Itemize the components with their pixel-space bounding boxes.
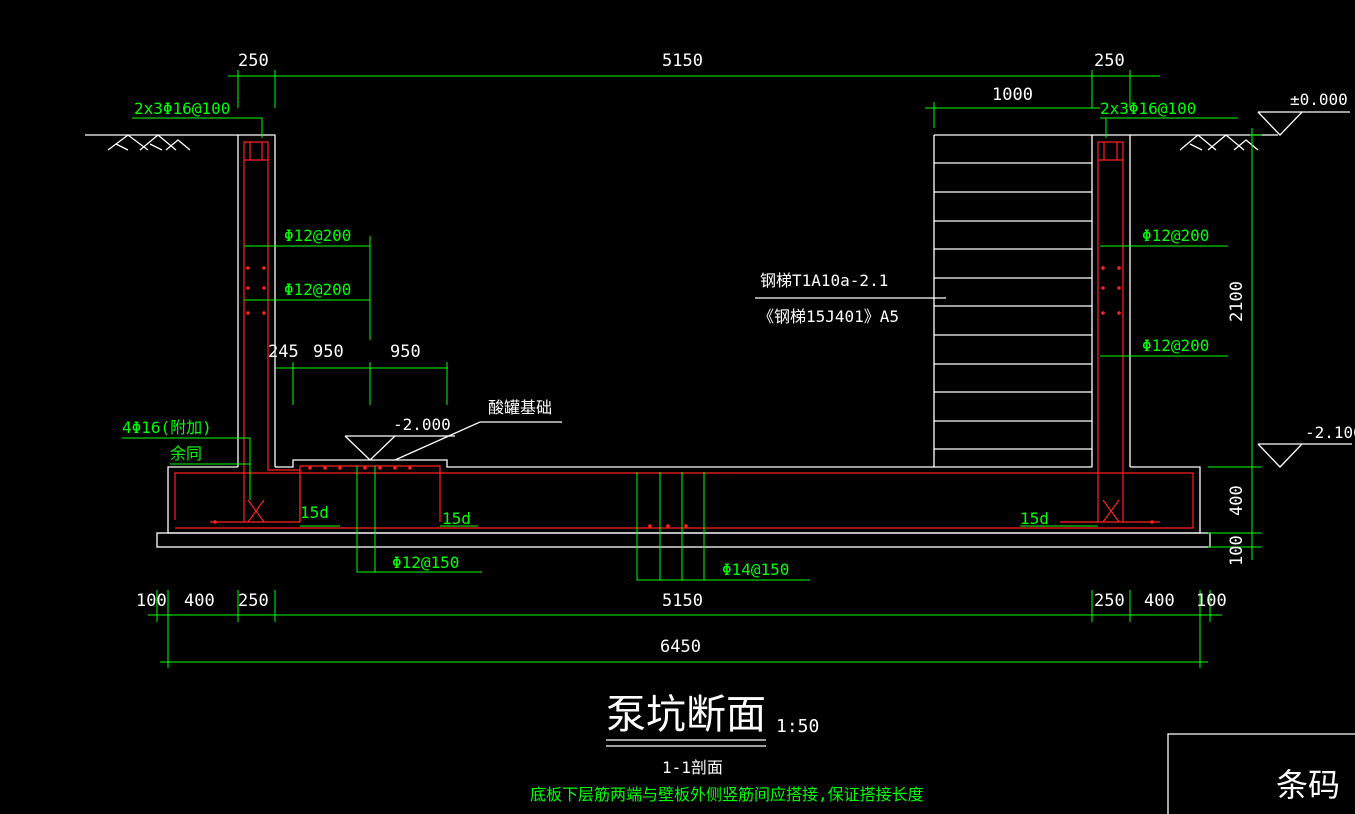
soil-hatch-right — [1179, 134, 1259, 151]
rebar-texts: 2x3Φ16@100 2x3Φ16@100 Φ12@200 Φ12@200 Φ1… — [122, 99, 1209, 579]
component-labels: 钢梯T1A10a-2.1 《钢梯15J401》A5 酸罐基础 — [488, 271, 899, 417]
dim-top-right-wall: 250 — [1094, 51, 1125, 71]
rebar-left-wall-top: 2x3Φ16@100 — [134, 99, 230, 118]
drawing-title: 泵坑断面 — [606, 692, 766, 738]
rebar-right-wall-2: Φ12@200 — [1142, 336, 1209, 355]
barcode-label: 条码 — [1276, 766, 1340, 804]
section-label: 1-1剖面 — [662, 758, 723, 777]
steel-stair — [933, 134, 1092, 467]
label-tank-foundation: 酸罐基础 — [488, 398, 552, 417]
dim-bottom-1: 100 — [136, 591, 167, 611]
dim-top-left-wall: 250 — [238, 51, 269, 71]
rebar-anchor-right: 15d — [1020, 509, 1049, 528]
elevation-ground: ±0.000 — [1290, 90, 1348, 109]
rebar-left-wall-2: Φ12@200 — [284, 280, 351, 299]
dimension-texts: 250 5150 250 1000 2100 400 100 245 950 9… — [136, 51, 1247, 657]
dim-top-span: 5150 — [662, 51, 703, 71]
label-stair-line2: 《钢梯15J401》A5 — [758, 307, 899, 326]
rebar-tank-bars: Φ12@150 — [392, 553, 459, 572]
rebar-additional-line1: 4Φ16(附加) — [122, 418, 212, 437]
rebar-anchor-left-2: 15d — [442, 509, 471, 528]
dim-tank-offset: 245 — [268, 342, 299, 362]
dim-bottom-5: 250 — [1094, 591, 1125, 611]
rebar-anchor-left-1: 15d — [300, 503, 329, 522]
rebar-slab-bars: Φ14@150 — [722, 560, 789, 579]
reinforcement — [174, 141, 1194, 529]
dim-bottom-6: 400 — [1144, 591, 1175, 611]
rebar-dots — [213, 266, 1154, 528]
rebar-additional-line2: 余同 — [170, 444, 202, 463]
dim-tank-half-right: 950 — [390, 342, 421, 362]
dim-stair-width: 1000 — [992, 85, 1033, 105]
elevation-tank-base: -2.000 — [393, 415, 451, 434]
dim-tank-half-left: 950 — [313, 342, 344, 362]
rebar-right-wall-top: 2x3Φ16@100 — [1100, 99, 1196, 118]
elevation-texts: ±0.000 -2.100 -2.000 — [393, 90, 1355, 442]
dim-bottom-2: 400 — [184, 591, 215, 611]
construction-note: 底板下层筋两端与壁板外侧竖筋间应搭接,保证搭接长度 — [530, 785, 924, 804]
drawing-scale: 1:50 — [776, 716, 819, 737]
dim-bottom-4: 5150 — [662, 591, 703, 611]
dim-total: 6450 — [660, 637, 701, 657]
elevation-symbols — [344, 111, 1352, 468]
pit-outline — [156, 134, 1211, 548]
rebar-right-wall-1: Φ12@200 — [1142, 226, 1209, 245]
rebar-left-wall-1: Φ12@200 — [284, 226, 351, 245]
dim-bottom-3: 250 — [238, 591, 269, 611]
dim-cushion-thickness: 100 — [1227, 535, 1247, 566]
dim-right-height: 2100 — [1227, 281, 1247, 322]
dimension-lines — [122, 70, 1262, 668]
elevation-bottom: -2.100 — [1305, 423, 1355, 442]
dim-bottom-7: 100 — [1196, 591, 1227, 611]
title-block: 泵坑断面 1:50 1-1剖面 底板下层筋两端与壁板外侧竖筋间应搭接,保证搭接长… — [530, 692, 1355, 814]
soil-hatch-left — [107, 134, 191, 151]
dim-slab-thickness: 400 — [1227, 485, 1247, 516]
label-stair-line1: 钢梯T1A10a-2.1 — [760, 271, 888, 290]
